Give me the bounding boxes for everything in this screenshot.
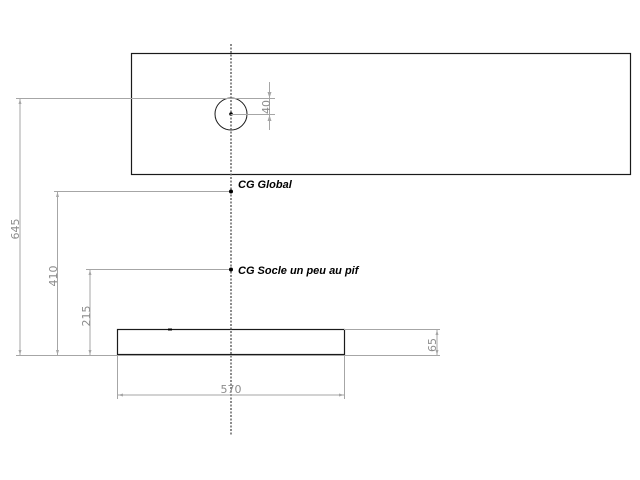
dim-text-570: 570 xyxy=(221,383,242,396)
dim-text-645: 645 xyxy=(9,219,22,240)
top-panel xyxy=(130,52,632,176)
dim-text-410: 410 xyxy=(47,266,60,287)
dim-arrow-40-bottom xyxy=(267,115,272,121)
cg-socle-point xyxy=(229,267,233,272)
dim-arrow-40-top xyxy=(267,92,272,98)
cg-socle-label: CG Socle un peu au pif xyxy=(238,265,360,277)
dim-text-215: 215 xyxy=(80,306,93,327)
dim-text-40: 40 xyxy=(260,100,273,114)
cg-global-label: CG Global xyxy=(238,179,293,191)
dim-text-65: 65 xyxy=(426,338,439,352)
cg-global-point xyxy=(229,189,233,194)
